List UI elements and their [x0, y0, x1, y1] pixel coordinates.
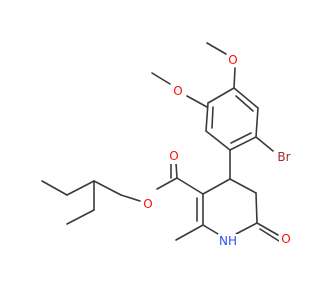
- atom-label: O: [228, 53, 237, 67]
- bond: [230, 132, 252, 144]
- molecule-canvas: O O Br O O NH O: [41, 42, 293, 249]
- bond: [255, 192, 258, 224]
- atom-labels: O O Br O O NH O: [141, 52, 293, 249]
- lactam-oxygen: O: [279, 231, 293, 246]
- bond: [202, 224, 219, 235]
- bond: [205, 102, 209, 132]
- bonds: [41, 42, 280, 242]
- bond: [205, 130, 231, 151]
- bond: [175, 162, 178, 179]
- atom-label: Br: [277, 150, 290, 164]
- bond: [235, 222, 258, 235]
- atom-label: O: [173, 84, 182, 98]
- methoxy-oxygen-left: O: [172, 84, 185, 99]
- bond: [186, 95, 208, 108]
- ester-carbonyl-oxygen: O: [167, 149, 180, 164]
- bond: [120, 194, 141, 202]
- ester-oxygen: O: [141, 196, 154, 211]
- bond: [211, 106, 214, 129]
- bond: [229, 178, 257, 194]
- bond: [202, 178, 231, 195]
- bond: [207, 87, 235, 104]
- bond: [259, 228, 280, 242]
- bond: [233, 67, 236, 89]
- bond: [255, 136, 274, 152]
- atom-label: NH: [219, 234, 237, 248]
- structure-diagram: O O Br O O NH O: [41, 42, 293, 249]
- atom-label: O: [281, 232, 290, 246]
- bond: [256, 222, 279, 236]
- bond: [229, 136, 257, 151]
- bromine-atom: Br: [274, 150, 292, 165]
- bond: [233, 87, 259, 109]
- bond: [151, 72, 171, 85]
- bond: [206, 42, 227, 55]
- methoxy-oxygen-top: O: [227, 52, 240, 67]
- bond: [255, 107, 259, 138]
- bond: [66, 209, 95, 225]
- nitrogen-nh: NH: [218, 234, 239, 249]
- bond: [41, 180, 68, 196]
- bond: [66, 180, 95, 196]
- bond: [175, 224, 204, 241]
- bond: [156, 177, 178, 190]
- atom-label: O: [169, 149, 178, 163]
- atom-label: O: [143, 197, 152, 211]
- bond: [93, 180, 122, 196]
- bond: [176, 177, 204, 195]
- bond: [235, 95, 254, 112]
